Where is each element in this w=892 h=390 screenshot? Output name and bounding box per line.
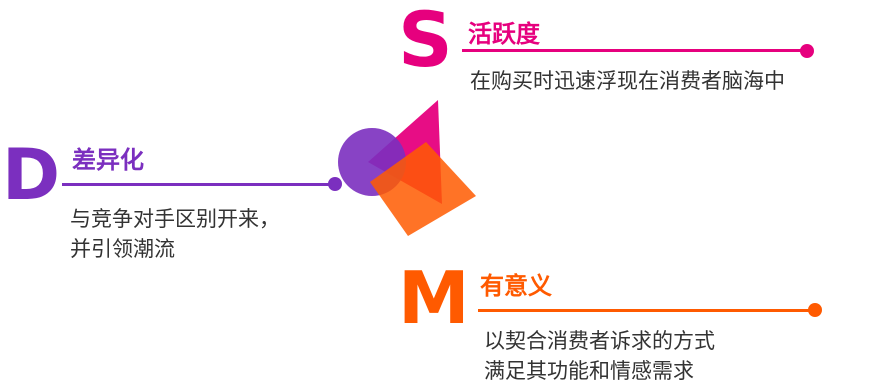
active-rule — [462, 49, 810, 52]
meaningful-desc-line-1: 以契合消费者诉求的方式 — [484, 329, 715, 353]
differentiation-rule — [62, 183, 337, 186]
differentiation-dot — [328, 177, 342, 191]
differentiation-title: 差异化 — [72, 146, 144, 174]
orange-diamond-shape — [370, 142, 476, 236]
d-letter: D — [2, 134, 61, 216]
active-title: 活跃度 — [468, 20, 540, 48]
differentiation-desc-line-2: 并引领潮流 — [70, 237, 175, 261]
active-dot — [800, 44, 814, 58]
meaningful-title: 有意义 — [480, 272, 552, 300]
m-letter: M — [398, 256, 470, 340]
center-shapes-graphic — [338, 100, 476, 236]
meaningful-rule — [478, 309, 816, 312]
s-letter: S — [398, 0, 453, 84]
meaningful-desc-line-2: 满足其功能和情感需求 — [484, 359, 694, 383]
active-desc-line-1: 在购买时迅速浮现在消费者脑海中 — [470, 69, 785, 93]
differentiation-desc-line-1: 与竞争对手区别开来， — [70, 207, 280, 231]
meaningful-dot — [808, 303, 822, 317]
